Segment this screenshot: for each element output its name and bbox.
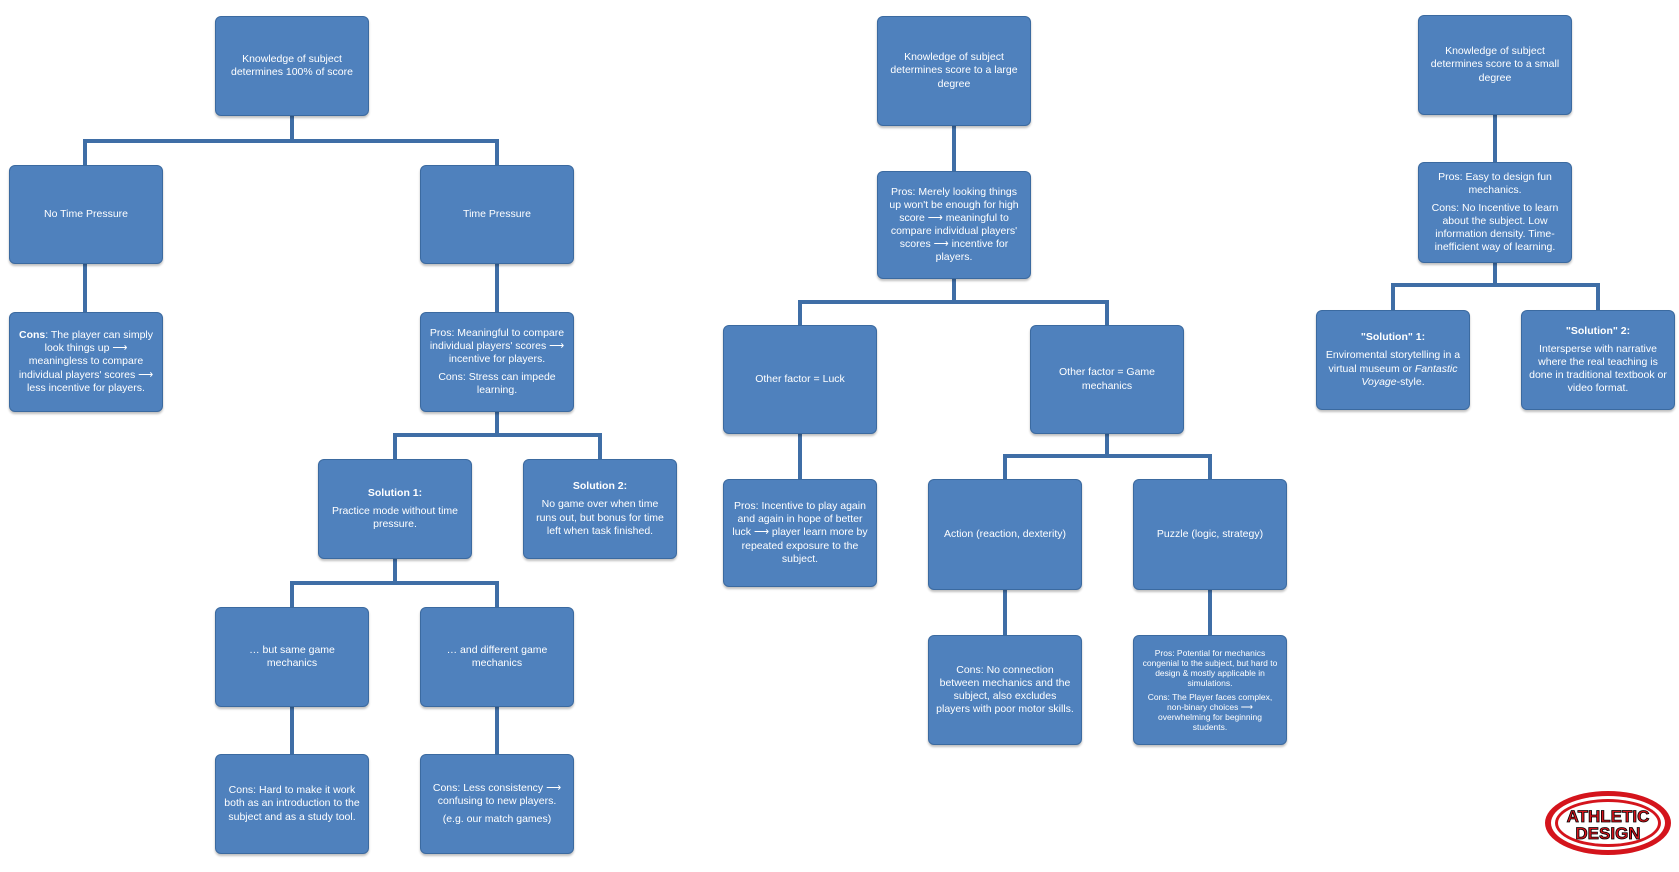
different-mechanics-note: (e.g. our match games) [442,813,552,826]
game-mechanics-node: Other factor = Game mechanics [1030,325,1184,434]
different-mechanics-cons-text: Cons: Less consistency ⟶ confusing to ne… [432,781,562,807]
luck-pros-node: Pros: Incentive to play again and again … [723,479,877,587]
solution1-node: Solution 1: Practice mode without time p… [318,459,472,559]
logo-line2: DESIGN [1575,824,1640,843]
action-cons-node: Cons: No connection between mechanics an… [928,635,1082,745]
puzzle-pros-cons-node: Pros: Potential for mechanics congenial … [1133,635,1287,745]
action-cons-text: Cons: No connection between mechanics an… [936,663,1074,716]
no-time-pressure-cons-text: Cons: The player can simply look things … [17,329,155,395]
tree3-solution1-text-italic: Fantastic Voyage [1361,362,1458,388]
no-time-pressure-cons-node: Cons: The player can simply look things … [9,312,163,412]
cons-body: : The player can simply look things up ⟶… [18,329,154,394]
game-mechanics-text: Other factor = Game mechanics [1059,366,1155,392]
tree3-solution2-text: Intersperse with narrative where the rea… [1529,342,1667,395]
cons-label: Cons [18,329,46,342]
time-pressure-node: Time Pressure [420,165,574,264]
tree3-solution1-text: Enviromental storytelling in a virtual m… [1324,349,1462,388]
time-pressure-pros-cons-node: Pros: Meaningful to compare individual p… [420,312,574,412]
puzzle-node: Puzzle (logic, strategy) [1133,479,1287,590]
luck-text: Other factor = Luck [755,372,845,385]
no-time-pressure-node: No Time Pressure [9,165,163,264]
solution1-title: Solution 1: [367,486,423,499]
time-pressure-text: Time Pressure [463,207,531,220]
same-mechanics-cons-node: Cons: Hard to make it work both as an in… [215,754,369,854]
different-mechanics-node: … and different game mechanics [420,607,574,707]
solution2-title: Solution 2: [572,480,628,493]
solution1-text: Practice mode without time pressure. [331,504,459,531]
puzzle-pros-text: Pros: Potential for mechanics congenial … [1142,647,1278,689]
tree3-solution1-text-b: -style. [1396,375,1425,388]
solution2-node: Solution 2: No game over when time runs … [523,459,677,559]
tree2-pros-text: Pros: Merely looking things up won't be … [889,185,1019,264]
tree3-pros-cons-node: Pros: Easy to design fun mechanics. Cons… [1418,162,1572,263]
luck-pros-text: Pros: Incentive to play again and again … [732,500,868,565]
tree3-solution1-node: "Solution" 1: Enviromental storytelling … [1316,310,1470,410]
action-node: Action (reaction, dexterity) [928,479,1082,590]
tree2-pros-node: Pros: Merely looking things up won't be … [877,171,1031,279]
logo-line1: ATHLETIC [1567,807,1650,826]
different-mechanics-cons-node: Cons: Less consistency ⟶ confusing to ne… [420,754,574,854]
tree3-pros-text: Pros: Easy to design fun mechanics. [1438,170,1552,196]
time-pressure-pros-text: Pros: Meaningful to compare individual p… [429,326,565,365]
tree3-root-text: Knowledge of subject determines score to… [1430,45,1560,84]
tree3-root-node: Knowledge of subject determines score to… [1418,15,1572,115]
luck-node: Other factor = Luck [723,325,877,434]
same-mechanics-text: … but same game mechanics [249,643,335,669]
tree1-root-text: Knowledge of subject determines 100% of … [231,52,353,78]
tree3-solution1-text-a: Enviromental storytelling in a virtual m… [1325,349,1461,375]
tree1-root-node: Knowledge of subject determines 100% of … [215,16,369,116]
same-mechanics-cons-text: Cons: Hard to make it work both as an in… [224,784,360,823]
tree2-root-text: Knowledge of subject determines score to… [890,51,1018,90]
puzzle-text: Puzzle (logic, strategy) [1156,527,1264,540]
same-mechanics-node: … but same game mechanics [215,607,369,707]
solution2-text: No game over when time runs out, but bon… [536,498,664,537]
puzzle-cons-text: Cons: The Player faces complex, non-bina… [1147,691,1273,733]
tree3-solution1-title: "Solution" 1: [1360,331,1426,344]
action-text: Action (reaction, dexterity) [944,527,1066,540]
athletic-design-logo: ATHLETIC DESIGN [1545,791,1671,855]
tree2-root-node: Knowledge of subject determines score to… [877,16,1031,126]
tree3-solution2-title: "Solution" 2: [1565,324,1631,337]
time-pressure-cons-text: Cons: Stress can impede learning. [438,371,556,397]
no-time-pressure-text: No Time Pressure [43,207,129,220]
tree3-cons-text: Cons: No Incentive to learn about the su… [1431,201,1559,254]
tree3-solution2-node: "Solution" 2: Intersperse with narrative… [1521,310,1675,410]
different-mechanics-text: … and different game mechanics [446,643,548,669]
